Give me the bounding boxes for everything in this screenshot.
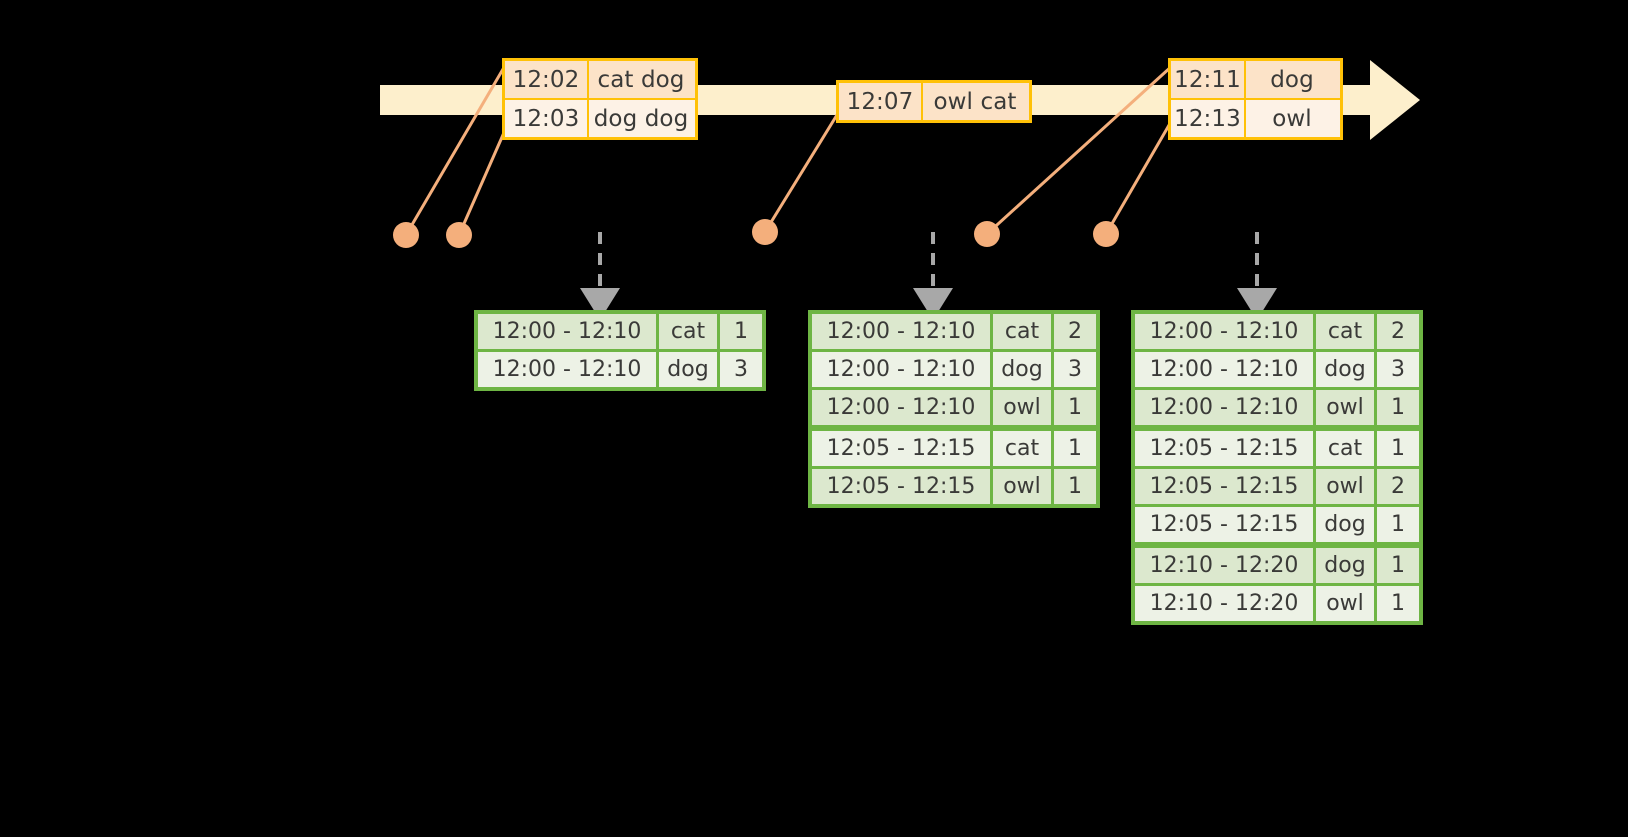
connector-line-3 [763,109,842,233]
cell-word: dog [1316,548,1374,583]
cell-window: 12:05 - 12:15 [1135,431,1313,466]
timeline-event-row[interactable]: 12:11 dog [1171,61,1340,98]
timeline-event-group-3[interactable]: 12:11 dog 12:13 owl [1168,58,1343,140]
cell-word: owl [1316,586,1374,621]
cell-window: 12:05 - 12:15 [812,431,990,466]
cell-word: owl [993,390,1051,425]
cell-window: 12:00 - 12:10 [1135,314,1313,349]
cell-count: 3 [720,352,762,387]
timeline-event-row[interactable]: 12:02 cat dog [505,61,695,98]
cell-window: 12:00 - 12:10 [812,390,990,425]
event-time: 12:13 [1171,100,1246,137]
cell-window: 12:00 - 12:10 [478,314,656,349]
event-markers [393,219,1119,248]
cell-count: 1 [1054,431,1096,466]
event-time: 12:11 [1171,61,1246,98]
cell-count: 1 [1377,431,1419,466]
cell-window: 12:00 - 12:10 [1135,352,1313,387]
cell-window: 12:10 - 12:20 [1135,548,1313,583]
cell-window: 12:00 - 12:10 [812,314,990,349]
event-words: owl cat [933,88,1017,115]
event-words: dog [1270,66,1314,93]
cell-window: 12:05 - 12:15 [1135,507,1313,542]
cell-window: 12:05 - 12:15 [812,469,990,504]
cell-word: cat [1316,314,1374,349]
cell-count: 1 [1054,390,1096,425]
cell-word: cat [993,431,1051,466]
connector-line-1 [404,63,508,236]
cell-word: owl [993,469,1051,504]
marker-1213-dot-icon [1093,221,1119,247]
cell-count: 3 [1377,352,1419,387]
cell-word: cat [1316,431,1374,466]
cell-window: 12:00 - 12:10 [1135,390,1313,425]
cell-word: owl [1316,390,1374,425]
cell-word: dog [993,352,1051,387]
marker-1202-dot-icon [393,222,419,248]
cell-count: 1 [1377,586,1419,621]
cell-count: 1 [1054,469,1096,504]
cell-window: 12:10 - 12:20 [1135,586,1313,621]
cell-window: 12:05 - 12:15 [1135,469,1313,504]
event-time: 12:03 [505,100,589,137]
event-time: 12:02 [505,61,589,98]
cell-count: 2 [1377,314,1419,349]
connector-line-5 [1104,119,1174,235]
cell-window: 12:00 - 12:10 [812,352,990,387]
cell-count: 2 [1377,469,1419,504]
cell-word: dog [1316,352,1374,387]
cell-count: 2 [1054,314,1096,349]
connector-line-2 [457,127,508,236]
cell-word: owl [1316,469,1374,504]
cell-word: dog [659,352,717,387]
marker-1207-dot-icon [752,219,778,245]
dashed-arrows [580,232,1277,320]
cell-word: dog [1316,507,1374,542]
cell-count: 1 [1377,548,1419,583]
timeline-event-row[interactable]: 12:13 owl [1171,98,1340,137]
marker-1203-dot-icon [446,222,472,248]
cell-word: cat [993,314,1051,349]
event-words: dog dog [593,105,689,132]
event-time: 12:07 [839,83,923,120]
cell-window: 12:00 - 12:10 [478,352,656,387]
timeline-event-group-2[interactable]: 12:07 owl cat [836,80,1032,123]
cell-word: cat [659,314,717,349]
cell-count: 1 [1377,507,1419,542]
cell-count: 1 [720,314,762,349]
event-words: cat dog [597,66,685,93]
cell-count: 1 [1377,390,1419,425]
event-words: owl [1272,105,1312,132]
timeline-event-row[interactable]: 12:07 owl cat [839,83,1029,120]
marker-1211-dot-icon [974,221,1000,247]
cell-count: 3 [1054,352,1096,387]
